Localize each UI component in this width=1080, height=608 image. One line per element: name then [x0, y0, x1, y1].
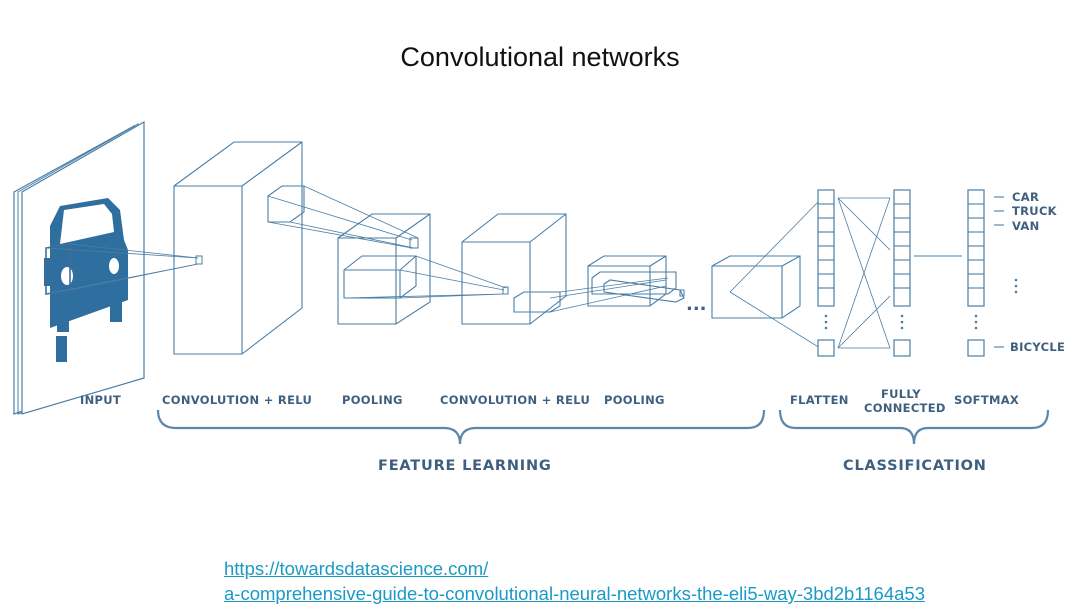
stage-ellipsis: ... — [686, 294, 707, 315]
source-link-line2[interactable]: a-comprehensive-guide-to-convolutional-n… — [224, 583, 925, 604]
input-receptive-field — [45, 243, 203, 295]
softmax-column — [967, 189, 985, 357]
pool1-volume — [337, 213, 509, 325]
stage-label-flatten: FLATTEN — [790, 393, 849, 407]
fully-connected-column — [893, 189, 911, 357]
output-label-car: CAR — [1012, 190, 1039, 204]
slide-title: Convolutional networks — [400, 42, 680, 72]
source-link-line1[interactable]: https://towardsdatascience.com/ — [224, 558, 489, 579]
flatten-column — [817, 189, 835, 357]
stage-label-conv2: CONVOLUTION + RELU — [440, 393, 590, 407]
dense-connections — [837, 197, 891, 349]
stage-label-conv1: CONVOLUTION + RELU — [162, 393, 312, 407]
car-icon — [44, 198, 128, 362]
stage-label-pool1: POOLING — [342, 393, 403, 407]
conv1-volume — [173, 141, 303, 355]
stage-label-input: INPUT — [80, 393, 121, 407]
feature-learning-brace — [156, 409, 766, 445]
group-label-feature-learning: FEATURE LEARNING — [378, 458, 552, 474]
output-label-van: VAN — [1012, 219, 1040, 233]
stage-label-fully: FULLY — [881, 387, 921, 401]
stage-label-softmax: SOFTMAX — [954, 393, 1019, 407]
source-link[interactable]: https://towardsdatascience.com/ a-compre… — [224, 556, 925, 606]
final-feature-volume — [711, 199, 821, 349]
conv2-volume — [461, 213, 669, 325]
output-labels: CAR TRUCK VAN BICYCLE — [994, 190, 1065, 354]
group-label-classification: CLASSIFICATION — [843, 458, 987, 474]
stage-label-pool2: POOLING — [604, 393, 665, 407]
pool2-volume — [587, 255, 685, 307]
output-label-bicycle: BICYCLE — [1010, 340, 1065, 354]
conv1-kernel-window — [267, 185, 419, 249]
classification-brace — [778, 409, 1050, 445]
output-label-truck: TRUCK — [1012, 204, 1058, 218]
stage-label-connected: CONNECTED — [864, 401, 946, 415]
